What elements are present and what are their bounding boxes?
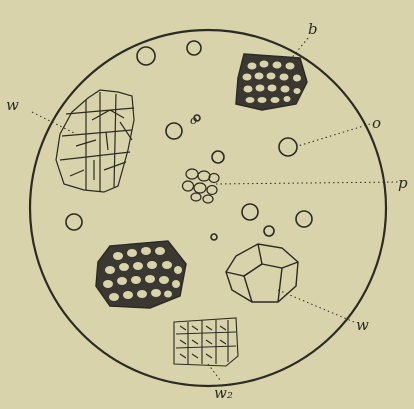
leader-line-o xyxy=(298,124,370,146)
leader-line-b xyxy=(290,38,308,60)
aleurone-cell-cluster-b xyxy=(236,54,307,110)
granule xyxy=(166,123,182,139)
label-w2: w₂ xyxy=(214,384,233,402)
particle-cluster-p xyxy=(183,169,220,203)
granule xyxy=(279,138,297,156)
granule xyxy=(242,204,258,220)
aleurone-cell-cluster xyxy=(96,241,186,308)
label-w-right: w xyxy=(356,316,369,334)
granule xyxy=(66,214,82,230)
tissue-fragment-w xyxy=(56,90,134,192)
leader-lines xyxy=(32,38,398,380)
granule xyxy=(212,151,224,163)
leader-line-w-right xyxy=(278,290,354,322)
granule xyxy=(187,41,201,55)
granule xyxy=(264,226,274,236)
cell-fragment-w2 xyxy=(174,318,238,366)
label-o-small: o xyxy=(190,113,197,127)
label-o: o xyxy=(372,114,381,132)
granule xyxy=(137,47,155,65)
label-p: p xyxy=(398,174,408,192)
label-b: b xyxy=(308,20,318,38)
granule xyxy=(211,234,217,240)
polygonal-cell-group-w xyxy=(226,244,298,302)
leader-line-p xyxy=(216,182,398,184)
granule xyxy=(296,211,312,227)
label-w-left: w xyxy=(6,96,19,114)
leader-line-w-left xyxy=(32,112,76,134)
leader-line-w2 xyxy=(208,364,220,380)
